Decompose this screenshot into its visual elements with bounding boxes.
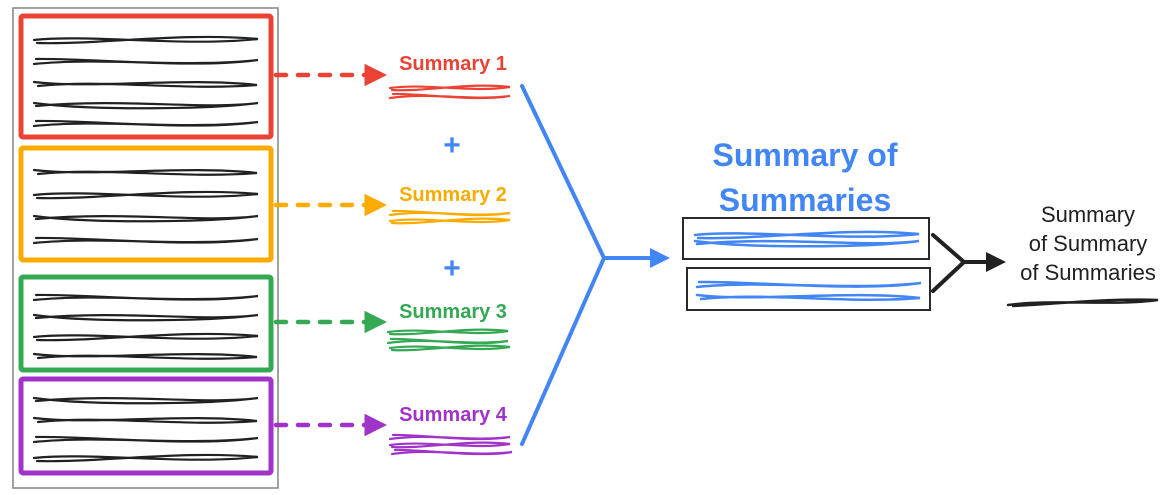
summary-of-summaries-box-1: [682, 217, 930, 260]
summary-1-scribble: [388, 84, 512, 100]
summary-of-summaries-title-line-1: Summary of: [713, 137, 898, 173]
summary-1-label: Summary 1: [399, 53, 507, 75]
text-line-scribble: [32, 435, 260, 444]
summary-of-summaries-box-2-scribbles: [695, 280, 923, 301]
plus-sign-1: +: [443, 129, 461, 162]
text-line-scribble: [388, 344, 512, 352]
text-line-scribble: [32, 119, 260, 128]
plus-sign-2: +: [443, 252, 461, 285]
summary-of-summaries: Summary of Summaries: [682, 137, 931, 311]
text-line-scribble: [32, 352, 259, 360]
summarize-arrows: [273, 63, 387, 437]
text-line-scribble: [32, 313, 260, 322]
document-box-3: [18, 274, 274, 373]
text-line-scribble: [32, 396, 260, 405]
summary-3-label: Summary 3: [399, 301, 507, 323]
source-documents-panel: [12, 7, 279, 489]
final-summary-label-line-1: Summary: [1041, 202, 1135, 227]
summary-2-scribble: [388, 209, 512, 225]
document-1-text-scribbles: [32, 35, 260, 128]
summary-4-scribble: [388, 433, 514, 456]
text-line-scribble: [695, 293, 922, 301]
final-summary-label-line-2: of Summary: [1029, 231, 1148, 256]
text-line-scribble: [388, 92, 512, 100]
text-line-scribble: [388, 217, 512, 225]
bracket-lines: [931, 233, 966, 293]
text-line-scribble: [388, 209, 512, 217]
summary-of-summaries-title-line-2: Summaries: [719, 182, 892, 218]
document-4-text-scribbles: [32, 396, 260, 463]
merge-funnel: [520, 84, 670, 446]
final-merge-bracket: [931, 233, 1006, 293]
text-line-scribble: [386, 328, 510, 336]
summary-2-label: Summary 2: [399, 184, 507, 206]
summary-4-label: Summary 4: [399, 404, 508, 426]
text-line-scribble: [32, 190, 260, 200]
text-line-scribble: [388, 84, 512, 92]
text-line-scribble: [388, 441, 512, 449]
document-2-text-scribbles: [32, 168, 260, 245]
text-line-scribble: [1006, 298, 1160, 308]
document-box-1: [18, 13, 274, 140]
text-line-scribble: [32, 453, 260, 463]
summary-items: Summary 1 + Summary 2 + Summary 3 Summar…: [386, 53, 514, 456]
text-line-scribble: [32, 168, 259, 176]
summary-3-scribble: [386, 328, 512, 352]
text-line-scribble: [32, 35, 260, 45]
final-summary-scribble: [1006, 298, 1160, 308]
summary-of-summaries-box-2: [686, 267, 931, 311]
text-line-scribble: [32, 101, 260, 110]
funnel-lines: [520, 84, 606, 446]
text-line-scribble: [32, 236, 260, 245]
final-summary: Summary of Summary of Summaries: [1006, 202, 1160, 308]
text-line-scribble: [695, 280, 923, 289]
text-line-scribble: [390, 448, 514, 456]
text-line-scribble: [32, 293, 260, 302]
document-3-text-scribbles: [32, 293, 260, 360]
summary-of-summaries-box-1-scribbles: [693, 230, 921, 248]
text-line-scribble: [32, 57, 260, 66]
document-box-2-border: [18, 145, 274, 263]
text-line-scribble: [32, 332, 260, 342]
text-line-scribble: [693, 239, 921, 248]
document-box-2: [18, 145, 274, 263]
document-box-3-border: [18, 274, 274, 373]
text-line-scribble: [32, 416, 259, 424]
text-line-scribble: [32, 80, 259, 88]
text-line-scribble: [386, 337, 510, 345]
document-box-1-border: [18, 13, 274, 140]
document-box-4: [18, 376, 274, 476]
documents-panel-outline: [12, 7, 279, 489]
document-box-4-border: [18, 376, 274, 476]
text-line-scribble: [32, 214, 260, 223]
text-line-scribble: [693, 230, 921, 240]
final-summary-label-line-3: of Summaries: [1020, 260, 1156, 285]
text-line-scribble: [388, 433, 512, 441]
